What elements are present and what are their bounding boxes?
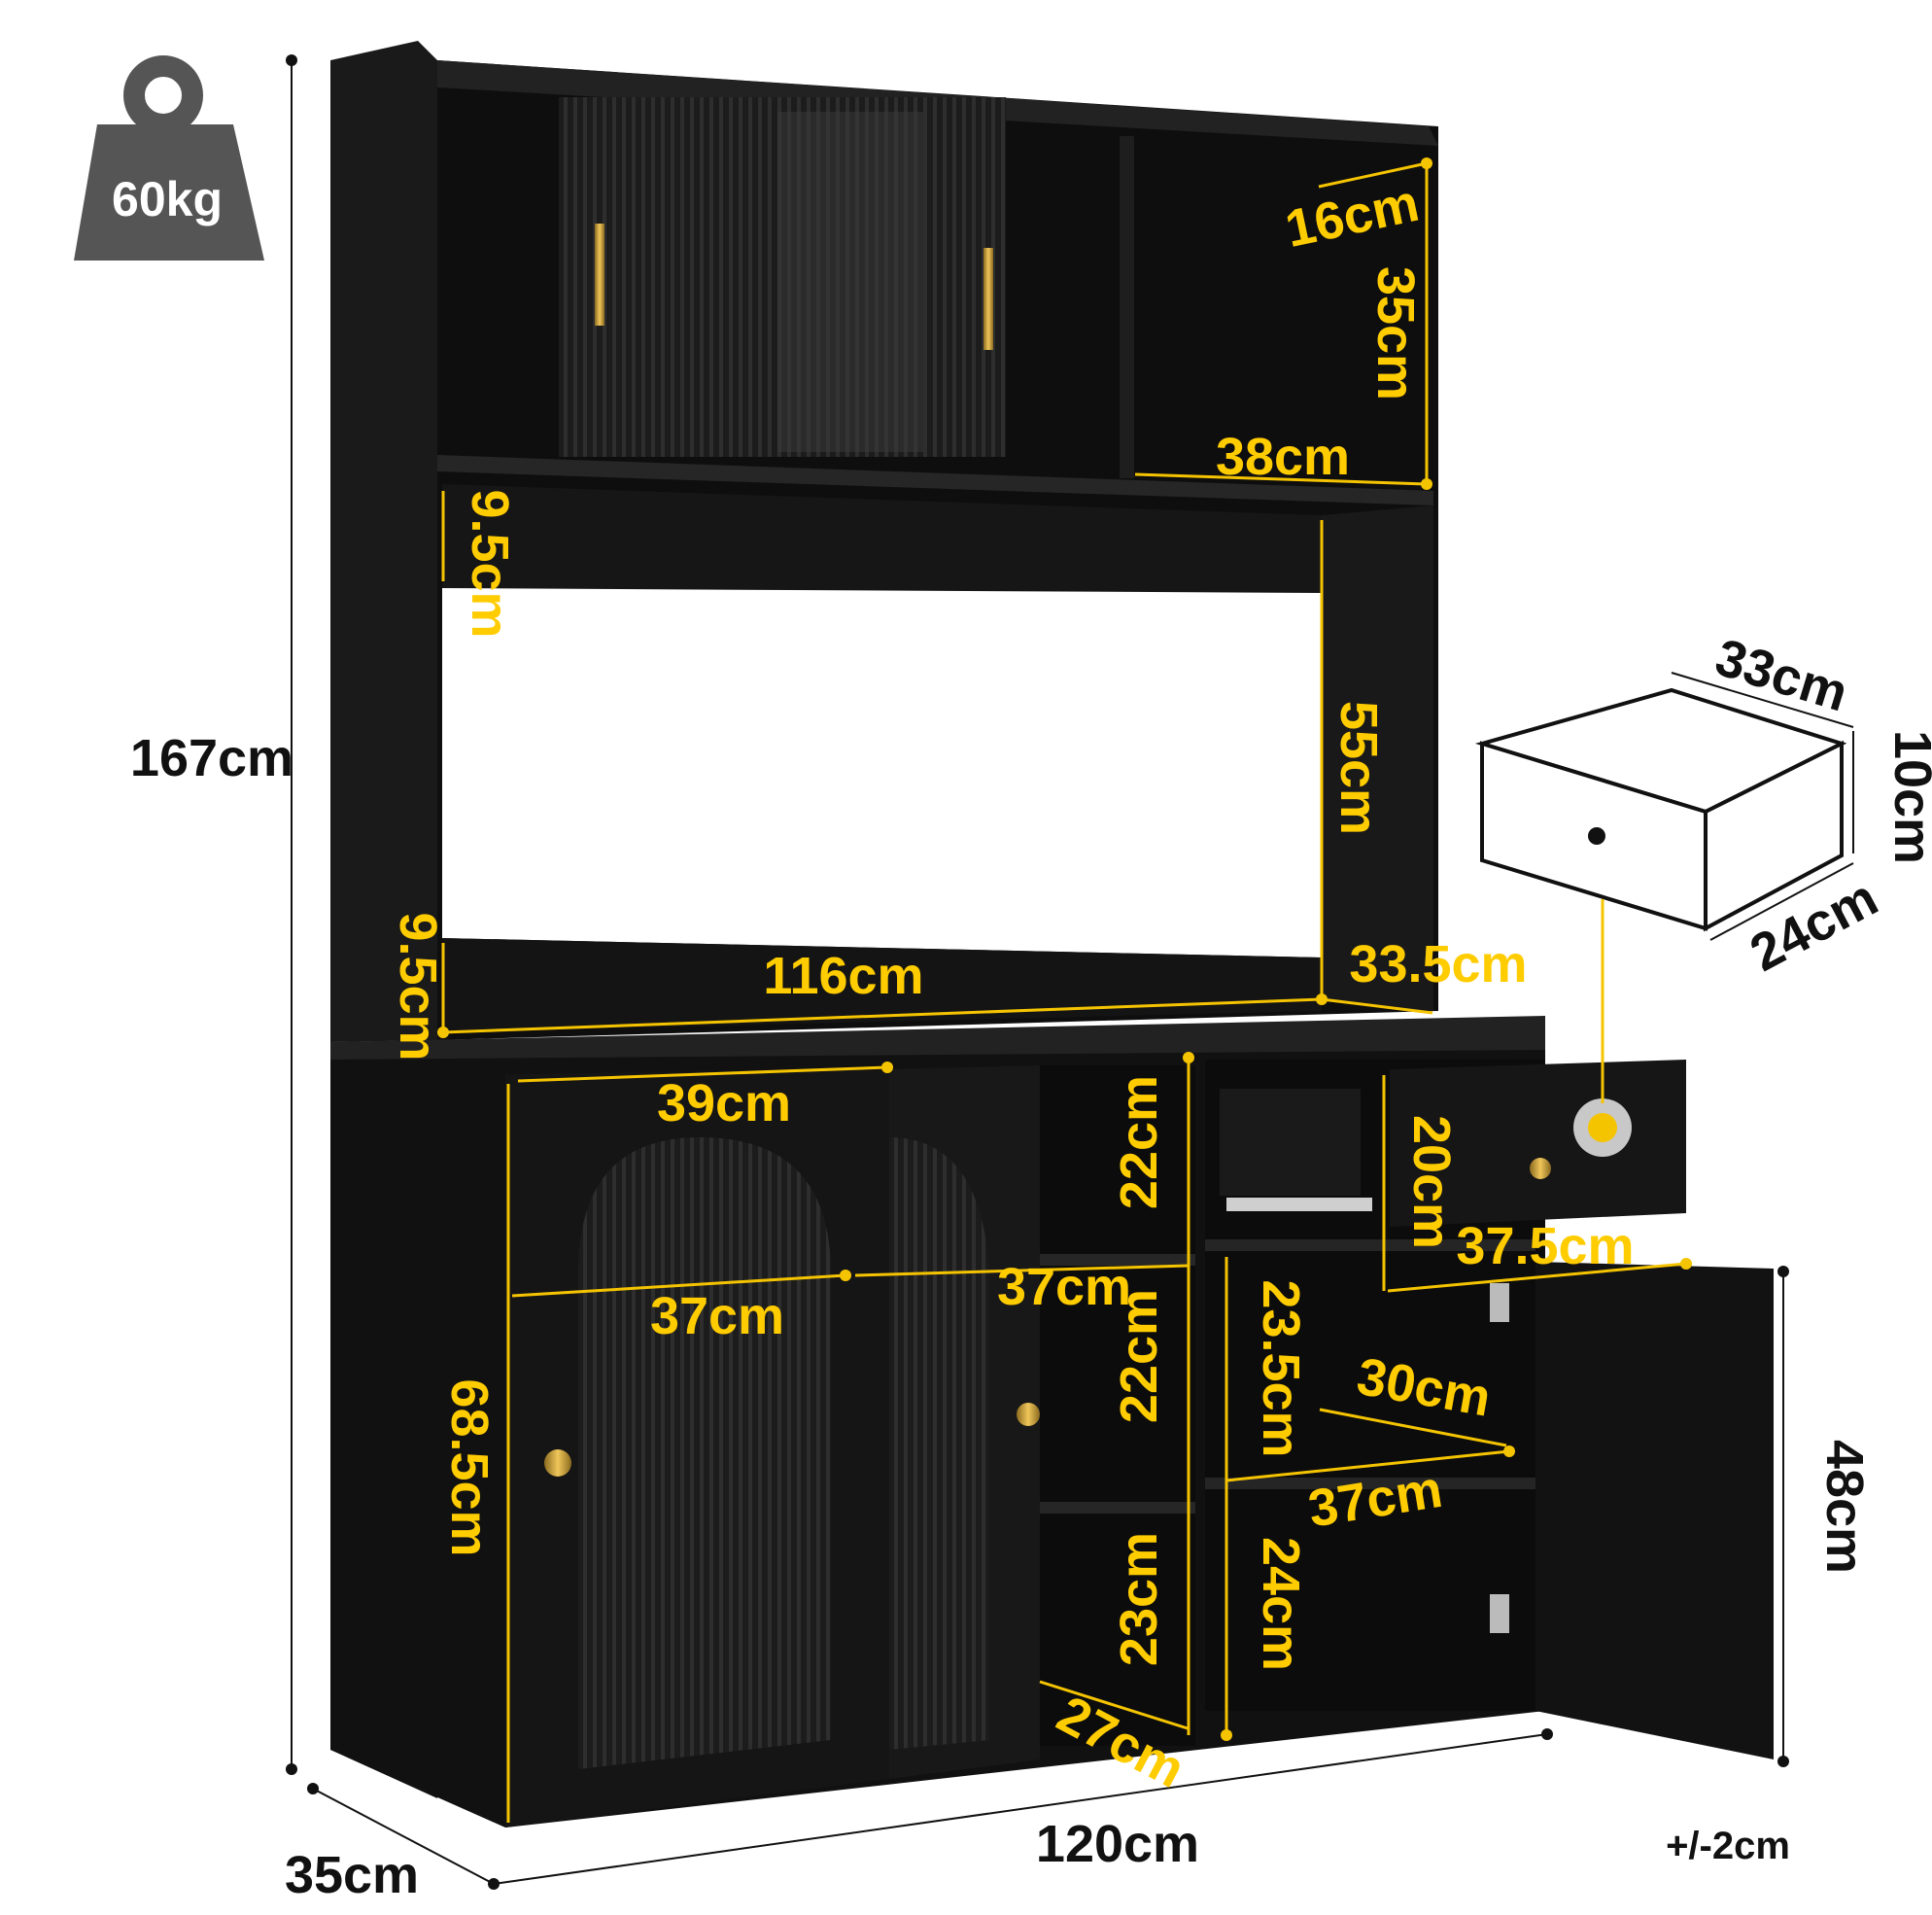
right-shelf-2 bbox=[1205, 1478, 1535, 1489]
yellow-dimension-lines bbox=[441, 161, 1687, 1823]
drawer-slide bbox=[1226, 1198, 1372, 1211]
door-width-label: 39cm bbox=[657, 1074, 791, 1132]
left-side-panel bbox=[330, 41, 437, 1042]
door-handle-left[interactable] bbox=[595, 224, 604, 326]
hinge-bottom bbox=[1490, 1594, 1509, 1633]
overall-height-label: 167cm bbox=[130, 729, 293, 787]
door-reflection bbox=[777, 112, 923, 452]
inner-width-left-label: 37cm bbox=[650, 1287, 784, 1345]
cubby-width-label: 38cm bbox=[1216, 428, 1350, 486]
right-upright bbox=[1322, 505, 1433, 1011]
hinge-top bbox=[1490, 1283, 1509, 1322]
weight-badge: 60kg bbox=[74, 55, 264, 261]
right-door-height-label: 48cm bbox=[1815, 1440, 1874, 1574]
overall-depth-label: 35cm bbox=[285, 1846, 419, 1904]
drawer-front-height-label: 20cm bbox=[1402, 1115, 1461, 1249]
mid-shelf-1-label: 22cm bbox=[1110, 1075, 1168, 1209]
right-door-open[interactable] bbox=[1535, 1262, 1774, 1759]
drawer-knob[interactable] bbox=[1530, 1158, 1551, 1179]
open-depth-label: 33.5cm bbox=[1349, 935, 1527, 993]
cubby-height-label: 35cm bbox=[1366, 266, 1425, 400]
hutch-shelf bbox=[437, 455, 1433, 505]
mid-shelf-2-label: 22cm bbox=[1110, 1289, 1168, 1423]
weight-label: 60kg bbox=[112, 172, 223, 226]
drawer-callout-dot bbox=[1588, 1113, 1617, 1142]
inner-width-mid-label: 37cm bbox=[997, 1258, 1131, 1316]
middle-door-knob[interactable] bbox=[1017, 1403, 1040, 1426]
open-section bbox=[442, 588, 1322, 958]
right-shelf-1-label: 23.5cm bbox=[1252, 1279, 1310, 1457]
middle-door-glass bbox=[889, 1137, 989, 1750]
gap-bottom-label: 9.5cm bbox=[389, 912, 447, 1061]
cabinet bbox=[330, 41, 1774, 1828]
overall-width-label: 120cm bbox=[1036, 1815, 1199, 1873]
mid-shelf-3-label: 23cm bbox=[1110, 1532, 1168, 1666]
middle-open-shelves bbox=[1040, 1065, 1195, 1746]
left-door-glass bbox=[578, 1137, 831, 1769]
middle-shelf-1 bbox=[1040, 1254, 1195, 1266]
drawer-box-open bbox=[1220, 1089, 1361, 1196]
cubby-divider bbox=[1120, 136, 1134, 478]
gap-top-label: 9.5cm bbox=[461, 489, 519, 638]
drawer-detail: 33cm 10cm 24cm bbox=[1474, 628, 1932, 1103]
hutch-valance bbox=[442, 484, 1322, 593]
left-door-knob[interactable] bbox=[544, 1449, 571, 1477]
door-height-label: 68.5cm bbox=[440, 1378, 499, 1556]
drawer-detail-knob bbox=[1588, 827, 1605, 845]
right-shelf-1 bbox=[1205, 1239, 1535, 1251]
weight-handle-icon bbox=[123, 55, 203, 135]
drawer-front-width-label: 37.5cm bbox=[1456, 1217, 1634, 1275]
tolerance-label: +/-2cm bbox=[1666, 1825, 1790, 1867]
overall-dimensions: 167cm 120cm 35cm 48cm +/-2cm bbox=[130, 60, 1874, 1904]
right-shelf-2-label: 24cm bbox=[1252, 1537, 1310, 1671]
dimension-endpoints bbox=[286, 54, 1789, 1890]
open-width-label: 116cm bbox=[763, 947, 923, 1005]
drawer-height-label: 10cm bbox=[1883, 730, 1932, 864]
weight-icon bbox=[74, 124, 264, 261]
open-height-label: 55cm bbox=[1329, 701, 1388, 835]
middle-shelf-2 bbox=[1040, 1502, 1195, 1514]
door-handle-right[interactable] bbox=[983, 248, 993, 350]
